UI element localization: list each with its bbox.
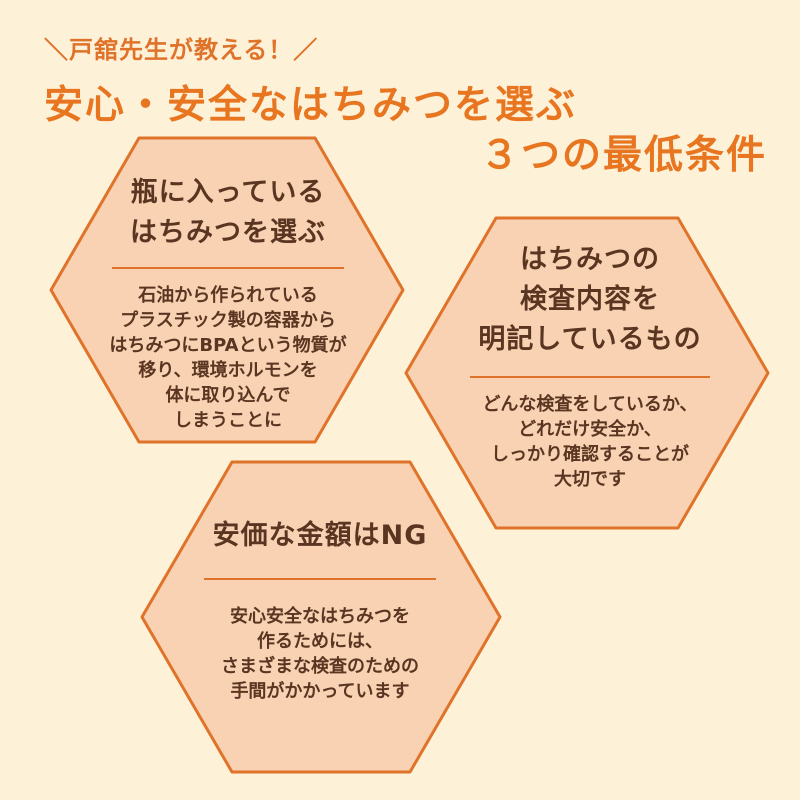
condition-body: 安心安全なはちみつを 作るためには、 さまざまな検査のための 手間がかかっていま…: [221, 606, 419, 702]
condition-heading: 安価な金額はNG: [212, 520, 428, 551]
page-title-line1: 安心・安全なはちみつを選ぶ: [44, 83, 578, 128]
subtitle: ＼戸舘先生が教える！／: [44, 36, 319, 64]
condition-body: 石油から作られている プラスチック製の容器から はちみつにBPAという物質が 移…: [109, 285, 347, 431]
condition-heading: はちみつの 検査内容を 明記しているもの: [478, 244, 702, 355]
condition-card-1: 瓶に入っている はちみつを選ぶ 石油から作られている プラスチック製の容器から …: [88, 173, 368, 433]
condition-card-3: 安価な金額はNG 安心安全なはちみつを 作るためには、 さまざまな検査のための …: [180, 516, 460, 704]
hexagon-2: [404, 216, 770, 530]
divider: [204, 578, 436, 580]
divider: [470, 376, 710, 378]
page-title-line2: ３つの最低条件: [480, 133, 768, 178]
condition-card-2: はちみつの 検査内容を 明記しているもの どんな検査をしているか、 どれだけ安全…: [440, 240, 740, 492]
condition-body: どんな検査をしているか、 どれだけ安全か、 しっかり確認することが 大切です: [482, 394, 698, 490]
divider: [112, 267, 344, 269]
hexagon-1: [49, 136, 405, 444]
condition-heading: 瓶に入っている はちみつを選ぶ: [130, 177, 326, 248]
hexagon-3: [140, 460, 502, 774]
